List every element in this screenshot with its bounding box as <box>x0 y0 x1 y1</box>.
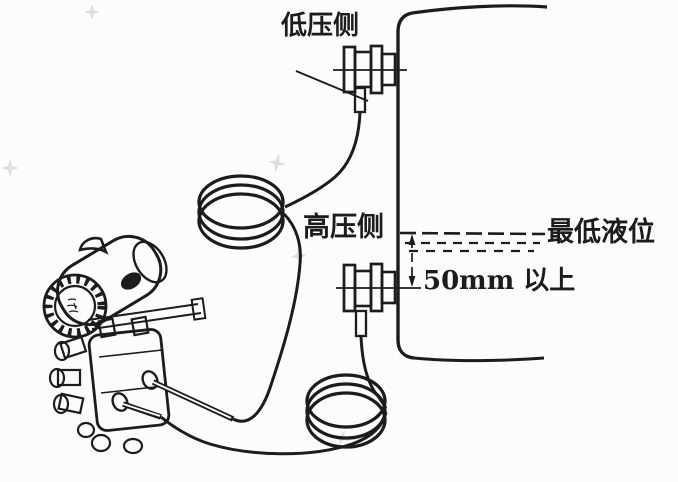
upper-tap-flange <box>333 44 407 114</box>
tank-outline <box>396 4 548 363</box>
sparkle-icon <box>268 153 286 173</box>
liquid-level-line <box>399 231 546 253</box>
transmitter-cover <box>42 273 108 339</box>
transmitter-housing <box>42 234 168 339</box>
label-high-pressure-side: 高压侧 <box>303 211 384 243</box>
dimension-arrow-up <box>408 234 416 245</box>
capillary-low-pressure <box>197 111 362 423</box>
sparkle-icon <box>1 159 19 177</box>
housing-vent <box>78 236 109 255</box>
dimension-arrow-down <box>408 276 416 287</box>
capillary-coil-upper <box>197 174 285 250</box>
housing-end-cap <box>132 240 168 284</box>
dimension-line <box>408 234 416 287</box>
label-min-distance: 50mm 以上 <box>423 266 575 296</box>
bolt <box>48 315 150 455</box>
capillary-high-pressure <box>160 335 388 456</box>
sparkle-icon <box>84 4 100 20</box>
lower-tap-flange <box>336 262 421 338</box>
watermark-sparkles <box>1 4 350 446</box>
faceplate-marks <box>66 298 79 313</box>
lower-tap-fitting <box>354 309 368 338</box>
conduit-port <box>120 272 142 290</box>
tank-top-edge <box>411 4 548 15</box>
label-leader-line <box>295 70 369 102</box>
label-low-pressure-side: 低压侧 <box>280 11 359 41</box>
capillary-coil-lower <box>305 373 387 449</box>
tank-bottom-edge <box>413 356 545 363</box>
label-min-liquid-level: 最低液位 <box>547 216 655 248</box>
pressure-transmitter <box>42 234 235 455</box>
capillary-stub <box>111 370 235 422</box>
